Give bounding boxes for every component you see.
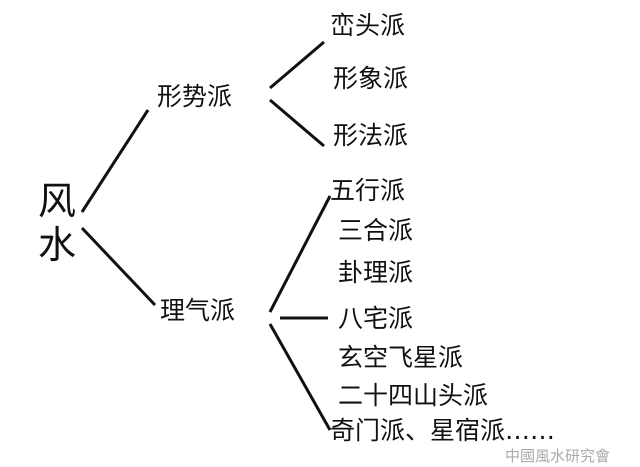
line-liqi-top — [268, 195, 332, 313]
line-liqi-bottom — [268, 323, 332, 431]
line-xingshi-luantou — [269, 40, 325, 90]
leaf: 八宅派 — [338, 304, 414, 333]
leaf: 二十四山头派 — [338, 381, 489, 410]
branch-liqi: 理气派 — [160, 296, 236, 325]
leaf: 峦头派 — [330, 11, 406, 40]
watermark: 中國風水研究會 — [505, 447, 611, 465]
leaf: 形法派 — [333, 121, 409, 150]
line-xingshi-xingfa — [269, 98, 325, 148]
branch-xingshi: 形势派 — [157, 82, 233, 111]
root-char-2: 水 — [38, 223, 77, 267]
line-root-xingshi — [80, 109, 150, 213]
root-char-1: 风 — [38, 179, 77, 223]
leaf: 奇门派、星宿派…… — [330, 416, 556, 445]
leaf: 三合派 — [338, 216, 414, 245]
leaf: 卦理派 — [338, 258, 414, 287]
leaf: 五行派 — [330, 176, 406, 205]
line-root-liqi — [80, 226, 157, 307]
leaf: 形象派 — [333, 64, 409, 93]
leaf: 玄空飞星派 — [338, 343, 464, 372]
